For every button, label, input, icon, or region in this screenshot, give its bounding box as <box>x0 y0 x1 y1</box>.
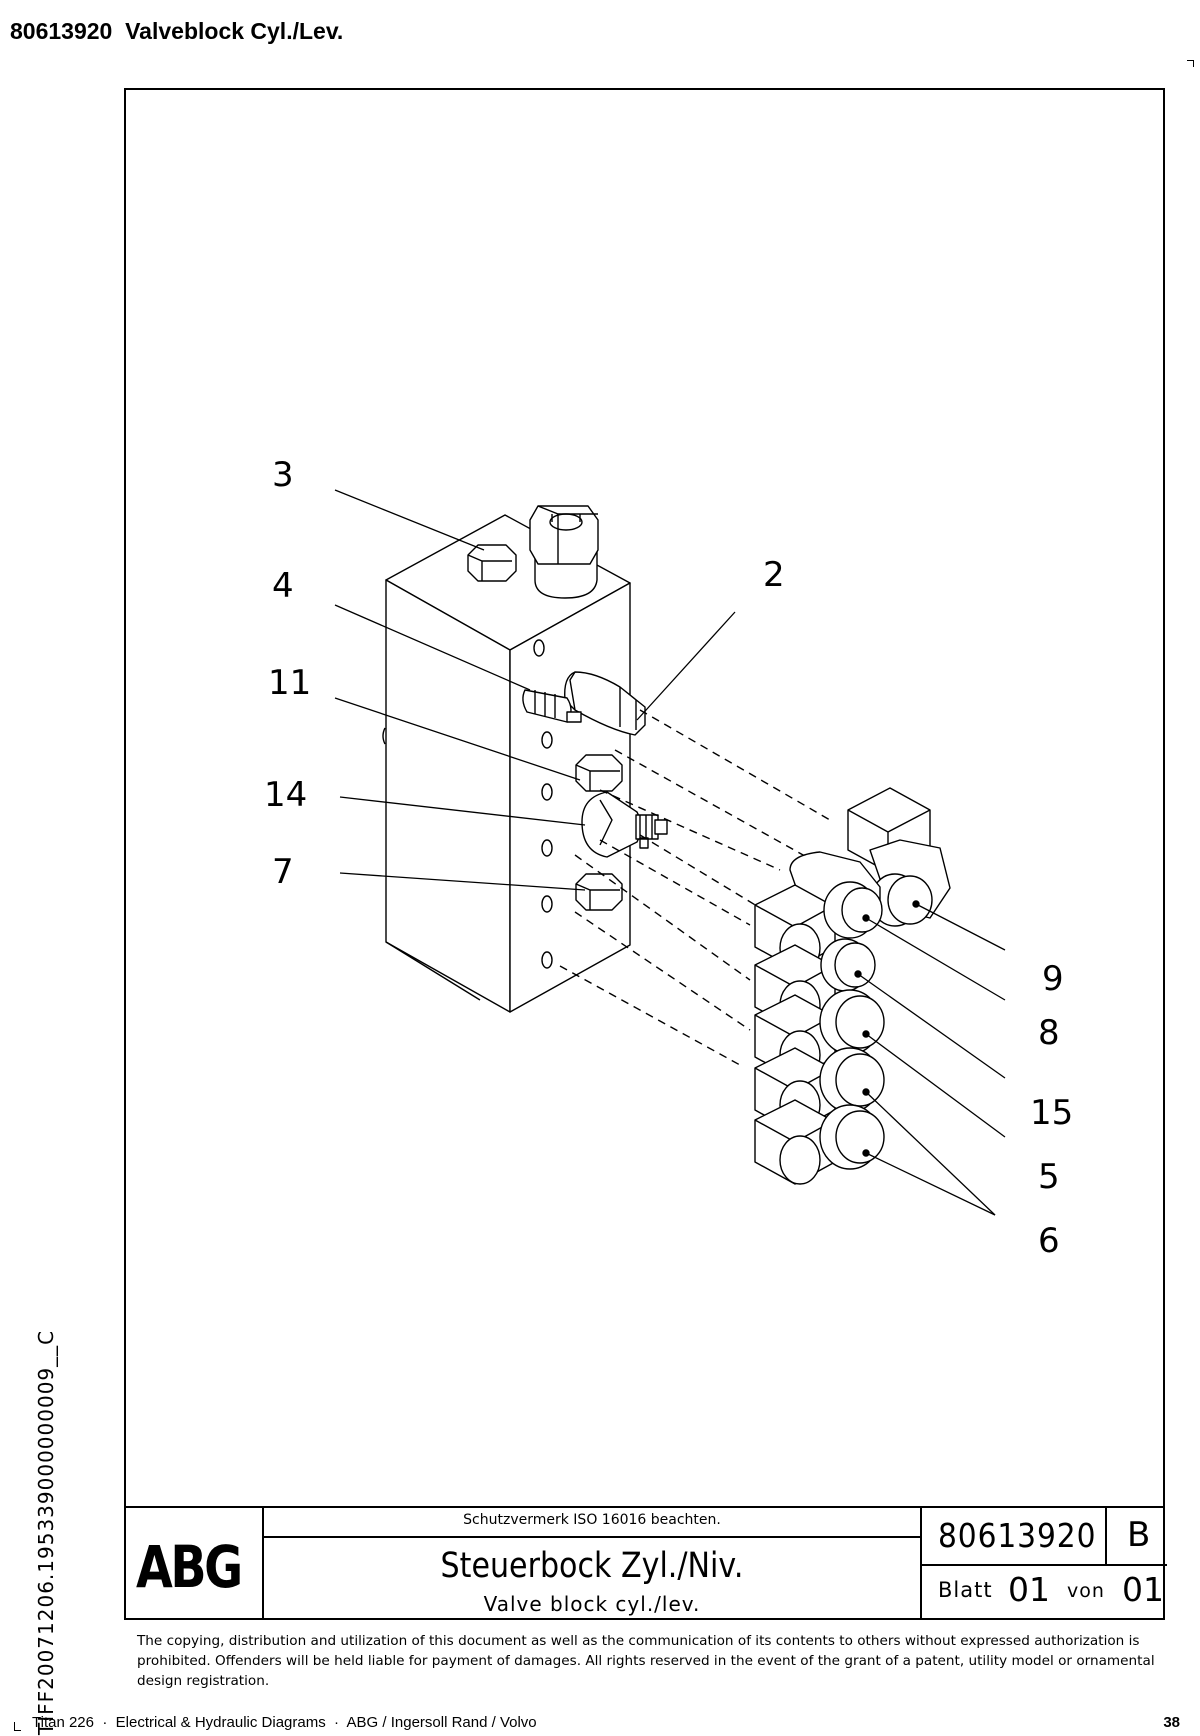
callout-5: 5 <box>1038 1157 1060 1197</box>
plug-11 <box>575 754 623 792</box>
plug-7 <box>575 873 623 911</box>
title-block-numbers: 80613920 B Blatt 01 von 01 <box>920 1506 1167 1620</box>
callout-11: 11 <box>268 663 311 703</box>
revision-cell: B <box>1107 1508 1167 1566</box>
callout-6: 6 <box>1038 1221 1060 1261</box>
callout-7: 7 <box>272 852 294 892</box>
footer-text: Titan 226 · Electrical & Hydraulic Diagr… <box>32 1714 537 1731</box>
logo-text: ABG <box>136 1533 243 1601</box>
callout-14: 14 <box>264 775 307 815</box>
callout-15: 15 <box>1030 1093 1073 1133</box>
callout-4: 4 <box>272 566 294 606</box>
protection-note: Schutzvermerk ISO 16016 beachten. <box>463 1512 721 1528</box>
callout-8: 8 <box>1038 1013 1060 1053</box>
revision: B <box>1127 1515 1151 1555</box>
callout-2: 2 <box>763 555 785 595</box>
of-label: von <box>1067 1580 1105 1602</box>
page-footer: Titan 226 · Electrical & Hydraulic Diagr… <box>14 1714 1180 1732</box>
bore-holes <box>533 639 553 969</box>
sheet-total: 01 <box>1122 1570 1164 1609</box>
abg-logo: ABG <box>124 1506 264 1620</box>
drawing-number-cell: 80613920 <box>922 1508 1107 1566</box>
title-block-description: Schutzvermerk ISO 16016 beachten. Steuer… <box>264 1506 920 1620</box>
side-file-code: TIFF20071206.195339000000009__C <box>34 1329 58 1735</box>
plug-3 <box>467 544 517 582</box>
leader-lines <box>334 489 1006 1216</box>
cartridge-2 <box>522 671 646 736</box>
corner-mark <box>1187 60 1194 67</box>
drawing-number: 80613920 <box>938 1516 1097 1555</box>
assembly-lines <box>559 709 831 1066</box>
sheet-label: Blatt <box>938 1578 993 1602</box>
sheet-number: 01 <box>1008 1570 1050 1609</box>
callout-9: 9 <box>1042 959 1064 999</box>
callout-numbers: 3 4 11 14 7 2 9 8 15 5 6 <box>264 455 1073 1261</box>
top-fitting <box>529 505 599 599</box>
drawing-frame <box>124 88 1165 1620</box>
page-number: 38 <box>1163 1714 1180 1731</box>
drawing-title-english: Valve block cyl./lev. <box>483 1592 701 1616</box>
solenoid-valve-stack <box>754 787 951 1185</box>
drawing-title-german: Steuerbock Zyl./Niv. <box>440 1546 744 1586</box>
callout-3: 3 <box>272 455 294 495</box>
title-block: ABG Schutzvermerk ISO 16016 beachten. St… <box>124 1506 1167 1620</box>
page-title: 80613920 Valveblock Cyl./Lev. <box>10 18 344 44</box>
copyright-notice: The copying, distribution and utilizatio… <box>137 1633 1155 1689</box>
check-valve-14 <box>581 791 668 858</box>
